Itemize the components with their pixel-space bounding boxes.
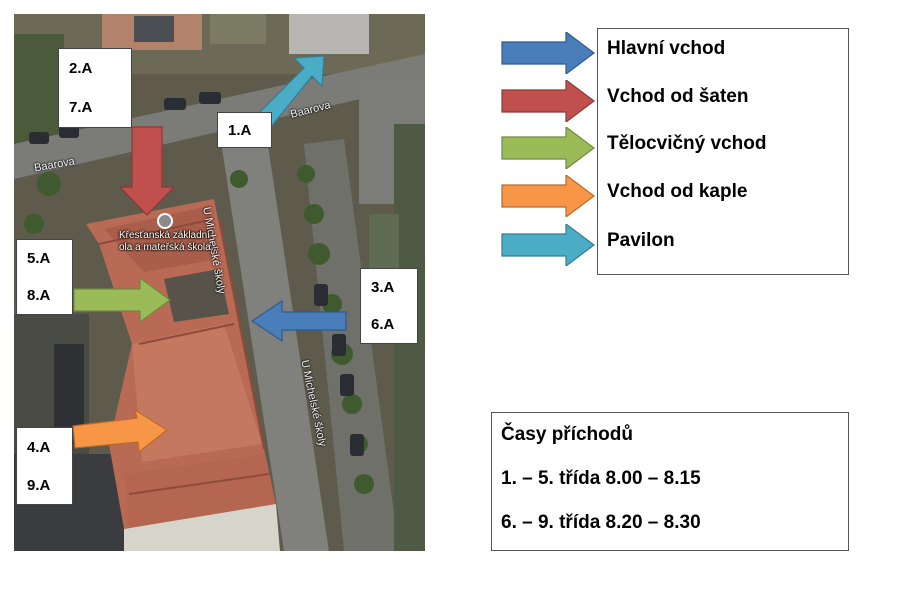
class-label-3a: 3.A: [371, 279, 395, 296]
class-box-1a: 1.A: [217, 112, 272, 148]
arrival-times-box: Časy příchodů 1. – 5. třída 8.00 – 8.15 …: [491, 412, 849, 551]
class-label-1a: 1.A: [228, 121, 252, 139]
arrow-pavilon: [257, 55, 325, 129]
arrival-times-row-1: 1. – 5. třída 8.00 – 8.15: [501, 468, 701, 489]
arrow-vchod-od-saten: [118, 126, 176, 216]
legend-label: Vchod od kaple: [607, 181, 748, 202]
arrival-times-title: Časy příchodů: [501, 424, 633, 445]
legend-label: Vchod od šaten: [607, 86, 749, 107]
class-label-9a: 9.A: [27, 476, 51, 494]
class-box-4a-9a: 4.A 9.A: [16, 427, 73, 505]
legend-arrow-orange-icon: [501, 175, 595, 217]
legend-item-vchod-od-saten: Vchod od šaten: [500, 80, 860, 122]
legend-arrow-blue-icon: [501, 32, 595, 74]
school-pin-icon: [157, 213, 173, 229]
legend-item-vchod-od-kaple: Vchod od kaple: [500, 175, 860, 217]
class-box-2a-7a: 2.A 7.A: [58, 48, 132, 128]
legend-item-telocvicny-vchod: Tělocvičný vchod: [500, 127, 860, 169]
class-label-6a: 6.A: [371, 316, 395, 333]
legend-label: Pavilon: [607, 230, 675, 251]
legend-arrow-red-icon: [501, 80, 595, 122]
class-label-5a: 5.A: [27, 250, 51, 267]
arrow-hlavni-vchod: [250, 299, 347, 343]
legend: [597, 28, 849, 275]
school-poi-label-line2: ola a mateřská škola...: [119, 242, 220, 253]
legend-arrow-green-icon: [501, 127, 595, 169]
legend-label: Tělocvičný vchod: [607, 133, 767, 154]
class-label-2a: 2.A: [69, 60, 93, 77]
legend-item-pavilon: Pavilon: [500, 224, 860, 266]
arrow-vchod-od-kaple: [72, 408, 169, 454]
school-poi-label-line1: Křesťanská základní: [119, 230, 211, 241]
arrival-times-row-2: 6. – 9. třída 8.20 – 8.30: [501, 512, 701, 533]
legend-item-hlavni-vchod: Hlavní vchod: [500, 32, 860, 74]
legend-label: Hlavní vchod: [607, 38, 726, 59]
arrow-telocvicny-vchod: [73, 276, 172, 324]
class-label-8a: 8.A: [27, 287, 51, 304]
class-box-3a-6a: 3.A 6.A: [360, 268, 418, 344]
legend-arrow-cyan-icon: [501, 224, 595, 266]
class-label-4a: 4.A: [27, 438, 51, 456]
class-box-5a-8a: 5.A 8.A: [16, 239, 73, 315]
class-label-7a: 7.A: [69, 99, 93, 116]
